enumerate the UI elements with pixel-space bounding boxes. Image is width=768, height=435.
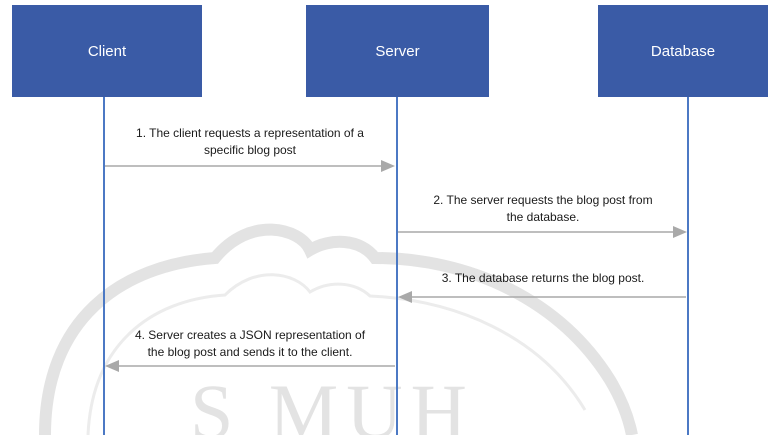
message-4-line-2: the blog post and sends it to the client… [147,345,353,360]
lifeline-client [103,97,105,435]
actor-client-label: Client [87,42,127,60]
actor-database: Database [598,5,768,97]
arrow-2-server-to-database [398,226,687,238]
arrow-3-database-to-server [398,291,686,303]
message-2-line-1: 2. The server requests the blog post fro… [433,193,653,207]
actor-client: Client [12,5,202,97]
arrow-4-server-to-client [105,360,395,372]
arrow-1-client-to-server [105,160,395,172]
message-4-label: 4. Server creates a JSON representation … [104,327,396,362]
message-1-line-1: 1. The client requests a representation … [136,126,364,140]
message-3-label: 3. The database returns the blog post. [398,270,688,287]
message-3-line-1: 3. The database returns the blog post. [441,271,645,285]
watermark-text: S MUH [190,368,475,435]
message-1-label: 1. The client requests a representation … [104,125,396,160]
actor-server: Server [306,5,489,97]
watermark-arc [39,223,638,435]
message-4-line-1: 4. Server creates a JSON representation … [134,328,366,342]
message-1-line-2: specific blog post [203,143,297,158]
watermark-inner-arc [86,273,587,435]
message-2-line-2: the database. [506,210,580,225]
lifeline-database [687,97,689,435]
message-2-label: 2. The server requests the blog post fro… [398,192,688,227]
lifeline-server [396,97,398,435]
actor-server-label: Server [375,42,420,60]
actor-database-label: Database [650,42,716,60]
